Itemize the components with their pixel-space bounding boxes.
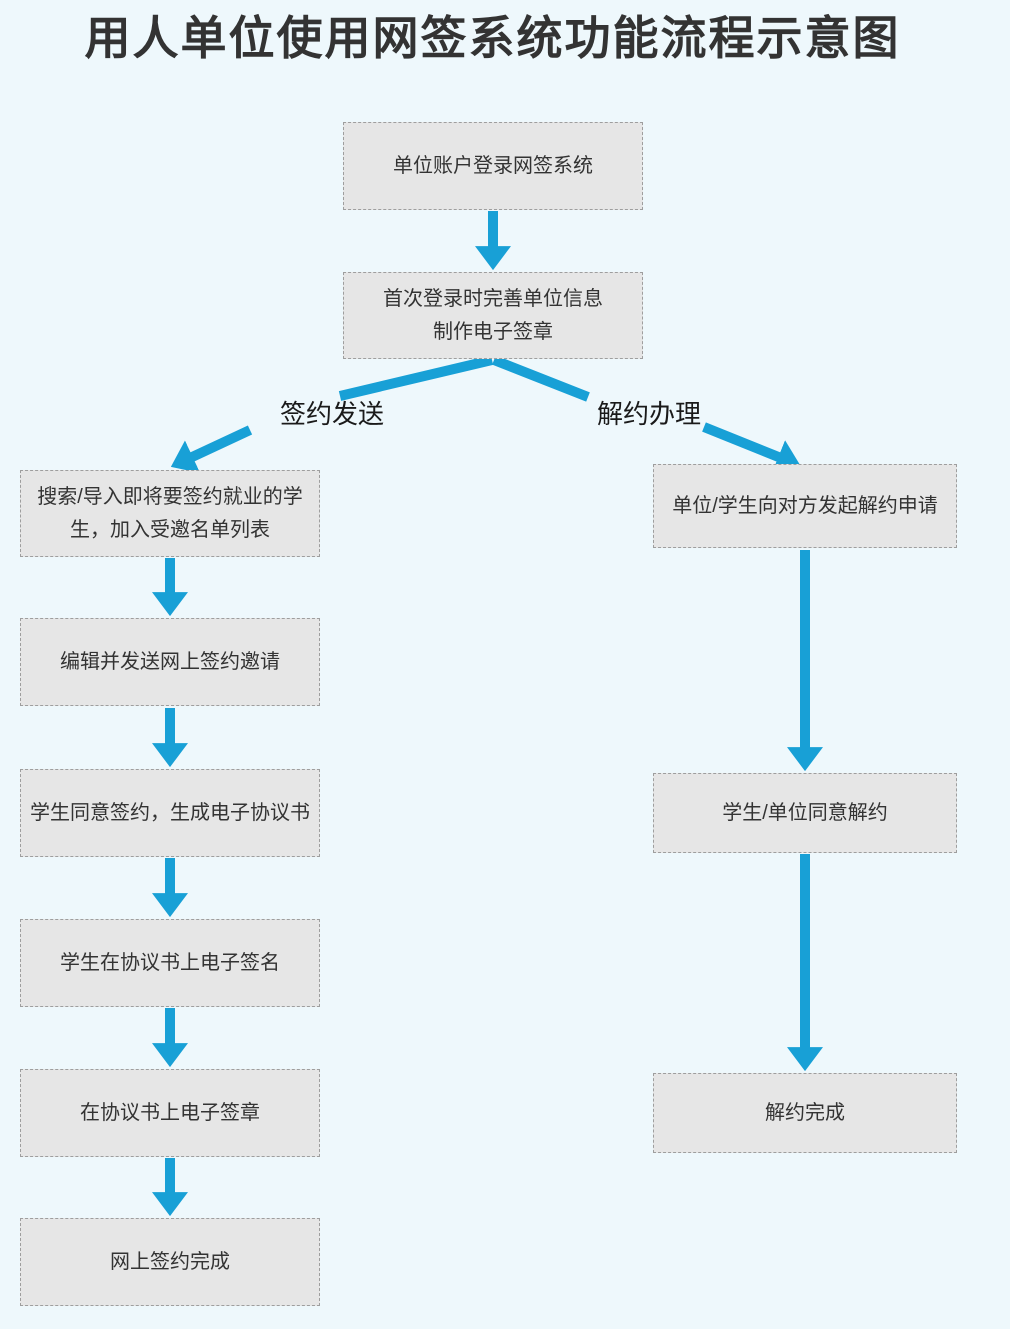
branch-line-sign-upper <box>338 355 494 401</box>
flow-node-student-agree-generate-agreement: 学生同意签约，生成电子协议书 <box>20 769 320 857</box>
flow-node-search-import-students: 搜索/导入即将要签约就业的学生，加入受邀名单列表 <box>20 470 320 557</box>
branch-arrow-terminate-lower <box>702 422 801 474</box>
branch-arrow-sign-lower <box>170 425 253 474</box>
branch-line-terminate-upper <box>492 355 590 402</box>
flow-node-student-esign: 学生在协议书上电子签名 <box>20 919 320 1007</box>
branch-label-sign-send: 签约发送 <box>280 399 385 429</box>
branch-label-terminate-handle: 解约办理 <box>597 399 702 429</box>
flow-node-sign-complete: 网上签约完成 <box>20 1218 320 1306</box>
flow-node-login: 单位账户登录网签系统 <box>343 122 643 210</box>
flow-node-terminate-complete: 解约完成 <box>653 1073 957 1153</box>
flow-node-employer-eseal: 在协议书上电子签章 <box>20 1069 320 1157</box>
page-title: 用人单位使用网签系统功能流程示意图 <box>84 12 901 64</box>
flow-node-setup-info: 首次登录时完善单位信息 制作电子签章 <box>343 272 643 359</box>
flow-node-terminate-agree: 学生/单位同意解约 <box>653 773 957 853</box>
flow-node-edit-send-invitation: 编辑并发送网上签约邀请 <box>20 618 320 706</box>
flow-node-terminate-request: 单位/学生向对方发起解约申请 <box>653 464 957 548</box>
